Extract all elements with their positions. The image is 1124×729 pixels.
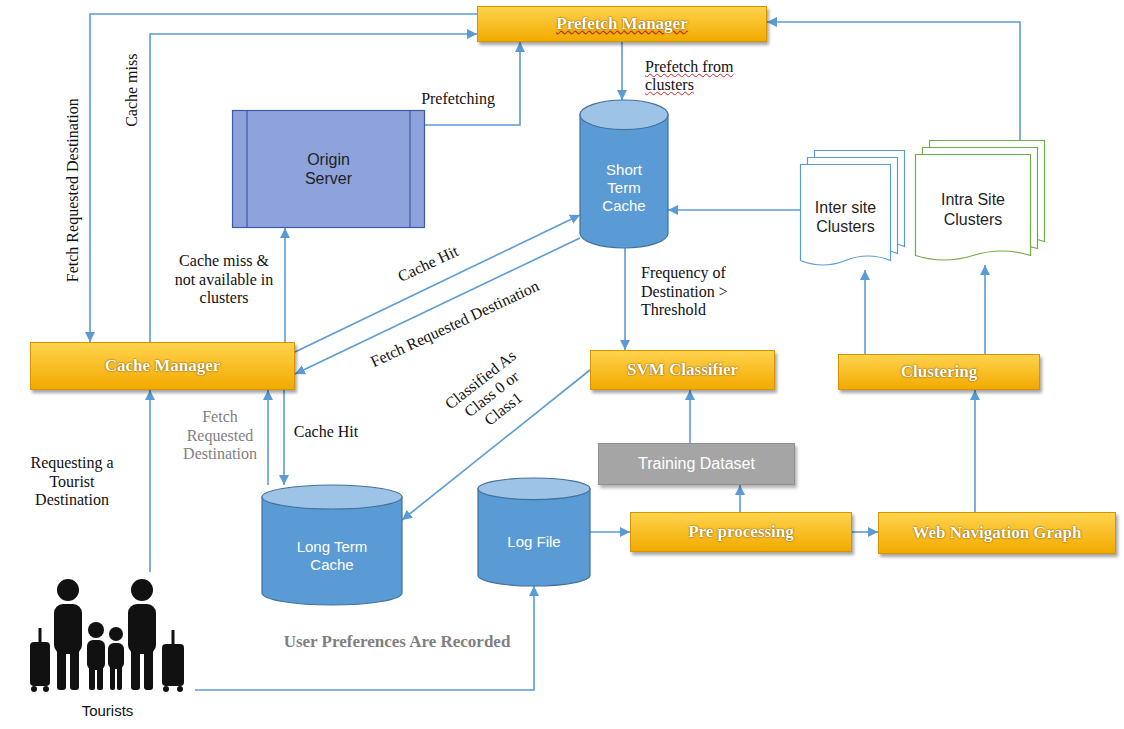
flow-arrow xyxy=(621,42,623,100)
flow-arrow xyxy=(284,228,286,342)
node-text: Cache Manager xyxy=(105,356,221,376)
node-label: Long Term Cache xyxy=(287,538,377,574)
node-text: Log File xyxy=(494,533,574,551)
node-text: Web Navigation Graph xyxy=(912,523,1081,543)
document-stack: Inter site Clusters xyxy=(800,150,905,270)
edge-label: User Preferences Are Recorded xyxy=(282,632,513,652)
edge-label: Classified As Class 0 or Class1 xyxy=(436,342,549,447)
node-text: Short Term Cache xyxy=(592,161,656,215)
flow-arrow xyxy=(739,485,741,512)
flow-arrow xyxy=(150,34,477,342)
flow-arrow xyxy=(590,531,630,533)
process-box: Prefetch Manager xyxy=(477,6,767,42)
node-label: Clustering xyxy=(901,362,978,382)
node-text: Inter site Clusters xyxy=(811,198,881,236)
server-outline xyxy=(232,110,425,228)
cache-cylinder: Long Term Cache xyxy=(262,485,402,605)
node-text: Training Dataset xyxy=(638,454,755,473)
node-text: Long Term Cache xyxy=(287,538,377,574)
flow-arrow xyxy=(624,248,626,350)
flow-arrow xyxy=(267,390,269,485)
edge-label: Cache miss & not available in clusters xyxy=(170,252,278,307)
node-text: Clustering xyxy=(901,362,978,382)
node-label: Web Navigation Graph xyxy=(912,523,1081,543)
edge-label: Fetch Requested Destination xyxy=(175,408,265,463)
flow-arrow xyxy=(425,42,520,125)
process-box: Pre processing xyxy=(630,512,852,552)
node-text: Tourists xyxy=(82,702,134,720)
people-outline xyxy=(20,572,195,722)
edge-label: Prefetch from clusters xyxy=(643,58,773,95)
flow-arrow xyxy=(984,265,986,354)
node-text: Intra Site Clusters xyxy=(935,190,1011,228)
server-box: Origin Server xyxy=(232,110,425,228)
cyl-outline xyxy=(478,478,590,586)
node-text: Prefetch Manager xyxy=(556,14,687,34)
flow-arrow xyxy=(974,390,976,512)
flow-arrow xyxy=(668,209,800,211)
flow-arrow xyxy=(149,390,151,572)
node-label: SVM Classifier xyxy=(627,360,738,380)
edge-label: Cache Hit xyxy=(292,423,360,441)
edge-label: Cache miss xyxy=(124,51,142,128)
flow-arrow xyxy=(864,270,866,354)
flow-arrow xyxy=(295,238,580,374)
node-text: SVM Classifier xyxy=(627,360,738,380)
document-stack: Intra Site Clusters xyxy=(915,140,1045,265)
flow-arrow xyxy=(767,22,1020,140)
process-box: Web Navigation Graph xyxy=(878,512,1116,554)
node-label: Pre processing xyxy=(688,522,794,542)
edge-label: Frequency of Destination > Threshold xyxy=(639,264,761,319)
node-label: Origin Server xyxy=(284,150,374,188)
node-label: Log File xyxy=(494,533,574,551)
edge-label: Prefetching xyxy=(419,90,497,108)
edge-label: Fetch Requested Destination xyxy=(64,96,82,284)
process-box: SVM Classifier xyxy=(590,350,775,390)
process-box: Clustering xyxy=(838,354,1040,390)
node-label: Tourists xyxy=(82,702,134,720)
node-label: Training Dataset xyxy=(638,454,755,473)
node-label: Cache Manager xyxy=(105,356,221,376)
flow-arrow xyxy=(852,531,878,533)
flow-arrow xyxy=(283,390,285,485)
node-label: Intra Site Clusters xyxy=(935,190,1011,228)
node-text: Origin Server xyxy=(284,150,374,188)
data-box: Training Dataset xyxy=(598,443,795,485)
cache-cylinder: Short Term Cache xyxy=(580,100,668,248)
flow-arrow xyxy=(689,390,691,443)
process-box: Cache Manager xyxy=(30,342,295,390)
edge-label: Requesting a Tourist Destination xyxy=(13,454,131,509)
node-label: Inter site Clusters xyxy=(811,198,881,236)
node-label: Short Term Cache xyxy=(592,161,656,215)
node-text: Pre processing xyxy=(688,522,794,542)
tourist-group: Tourists xyxy=(20,572,195,722)
cache-cylinder: Log File xyxy=(478,478,590,586)
node-label: Prefetch Manager xyxy=(556,14,687,34)
edge-label: Cache Hit xyxy=(393,241,463,287)
